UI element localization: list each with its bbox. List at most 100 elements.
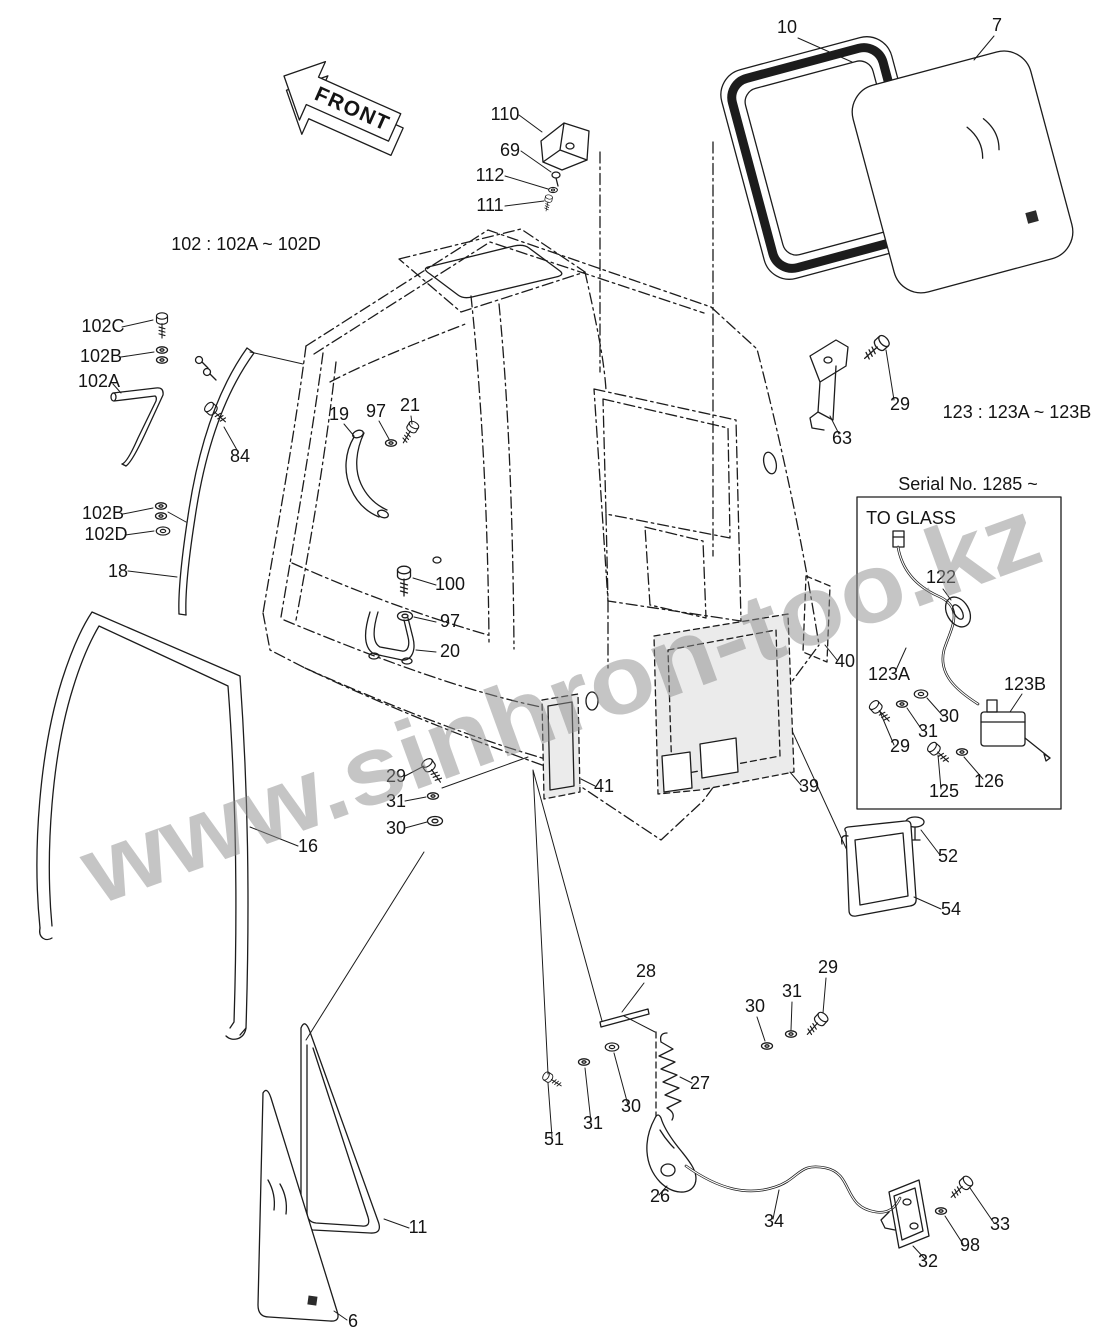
group-notes: 102 : 102A ~ 102D 123 : 123A ~ 123B Seri… bbox=[171, 234, 1091, 528]
part-label-34: 34 bbox=[764, 1211, 784, 1231]
part-label-97-handle: 97 bbox=[366, 401, 386, 421]
part-label-63: 63 bbox=[832, 428, 852, 448]
note-group-123: 123 : 123A ~ 123B bbox=[943, 402, 1092, 422]
part-label-31-box: 31 bbox=[918, 721, 938, 741]
clips-102 bbox=[194, 355, 217, 381]
part-label-112: 112 bbox=[476, 165, 505, 185]
relay-123b bbox=[980, 699, 1051, 762]
part-label-30-side: 30 bbox=[386, 818, 406, 838]
washer-112 bbox=[548, 186, 558, 194]
washer-102d bbox=[155, 526, 171, 536]
part-label-30-latch-left: 30 bbox=[621, 1096, 641, 1116]
part-label-7: 7 bbox=[992, 15, 1002, 35]
part-label-29-hinge: 29 bbox=[890, 394, 910, 414]
part-label-6: 6 bbox=[348, 1311, 358, 1331]
part-label-26: 26 bbox=[650, 1186, 670, 1206]
part-label-123b: 123B bbox=[1004, 674, 1046, 694]
screw-111 bbox=[542, 193, 554, 213]
washer-30-latch-right bbox=[760, 1042, 774, 1050]
note-to-glass: TO GLASS bbox=[866, 508, 956, 528]
bolt-21 bbox=[398, 419, 421, 447]
note-group-102: 102 : 102A ~ 102D bbox=[171, 234, 321, 254]
washer-31-latch-right bbox=[784, 1030, 798, 1038]
part-label-98: 98 bbox=[960, 1235, 980, 1255]
part-label-84: 84 bbox=[230, 446, 250, 466]
washer-31-latch-left bbox=[577, 1058, 591, 1066]
panel-40 bbox=[802, 575, 831, 663]
part-label-33: 33 bbox=[990, 1214, 1010, 1234]
part-label-16: 16 bbox=[298, 836, 318, 856]
striker-32 bbox=[880, 1179, 930, 1249]
part-label-21: 21 bbox=[400, 395, 420, 415]
washers-102b-top bbox=[155, 346, 169, 364]
cover-54 bbox=[840, 820, 917, 917]
rod-28 bbox=[599, 1008, 650, 1028]
door-seal-16 bbox=[36, 611, 249, 1040]
part-label-100: 100 bbox=[435, 574, 465, 594]
part-label-102b-top: 102B bbox=[80, 346, 122, 366]
part-label-10: 10 bbox=[777, 17, 797, 37]
bolt-29-latch-right bbox=[802, 1009, 831, 1039]
part-label-29-latch-right: 29 bbox=[818, 957, 838, 977]
part-label-29-box: 29 bbox=[890, 736, 910, 756]
clamp-20 bbox=[364, 611, 415, 665]
part-label-31-latch-right: 31 bbox=[782, 981, 802, 1001]
washer-30-side bbox=[426, 815, 444, 827]
part-label-39: 39 bbox=[799, 776, 819, 796]
front-arrow: FRONT bbox=[283, 60, 404, 157]
part-label-31-side: 31 bbox=[386, 791, 406, 811]
part-label-122: 122 bbox=[926, 567, 956, 587]
part-label-102c: 102C bbox=[81, 316, 124, 336]
part-label-102a: 102A bbox=[78, 371, 120, 391]
panel-39 bbox=[653, 613, 795, 795]
construction-lines bbox=[599, 141, 714, 557]
part-label-18: 18 bbox=[108, 561, 128, 581]
part-label-31-latch-left: 31 bbox=[583, 1113, 603, 1133]
part-label-30-box: 30 bbox=[939, 706, 959, 726]
part-label-102d: 102D bbox=[84, 524, 127, 544]
hinge-bracket-63 bbox=[809, 339, 849, 431]
screw-51 bbox=[540, 1070, 565, 1091]
label-leader-lines bbox=[112, 35, 1023, 1321]
part-label-111: 111 bbox=[476, 195, 503, 215]
part-label-20: 20 bbox=[440, 641, 460, 661]
part-label-69: 69 bbox=[500, 140, 520, 160]
washers-102b-mid bbox=[154, 502, 168, 520]
part-label-52: 52 bbox=[938, 846, 958, 866]
washer-98 bbox=[934, 1207, 948, 1215]
washer-97-handle bbox=[384, 439, 398, 447]
panel-41 bbox=[541, 693, 581, 800]
corner-seal-11 bbox=[300, 1023, 381, 1234]
part-label-126: 126 bbox=[974, 771, 1004, 791]
washer-31-box bbox=[895, 700, 909, 708]
corner-glass-6 bbox=[257, 1089, 339, 1322]
part-label-51: 51 bbox=[544, 1129, 564, 1149]
harness-122 bbox=[896, 545, 980, 706]
pipe-102a bbox=[110, 387, 164, 467]
note-serial: Serial No. 1285 ~ bbox=[898, 474, 1038, 494]
bolt-102c bbox=[155, 312, 169, 339]
part-label-54: 54 bbox=[941, 899, 961, 919]
washer-97-floor bbox=[396, 610, 414, 622]
part-label-19: 19 bbox=[329, 404, 349, 424]
part-label-102b-mid: 102B bbox=[82, 503, 124, 523]
washer-30-box bbox=[913, 689, 929, 699]
part-label-29-side: 29 bbox=[386, 766, 406, 786]
part-label-41: 41 bbox=[594, 776, 614, 796]
trim-strip-18 bbox=[178, 347, 255, 616]
bolt-29-hinge bbox=[859, 332, 892, 364]
washer-126 bbox=[955, 748, 969, 756]
grab-handle-19 bbox=[345, 429, 389, 519]
part-label-27: 27 bbox=[690, 1073, 710, 1093]
part-label-97-floor: 97 bbox=[440, 611, 460, 631]
screw-69 bbox=[551, 171, 561, 187]
bolt-100 bbox=[396, 565, 412, 597]
part-labels: 10 7 110 69 112 111 102C 102B 102A 84 19… bbox=[78, 15, 1046, 1331]
cab-details bbox=[424, 244, 778, 711]
cable-34 bbox=[684, 1164, 902, 1214]
part-label-32: 32 bbox=[918, 1251, 938, 1271]
part-label-40: 40 bbox=[835, 651, 855, 671]
washer-30-latch-left bbox=[604, 1042, 620, 1052]
part-label-110: 110 bbox=[491, 104, 520, 124]
